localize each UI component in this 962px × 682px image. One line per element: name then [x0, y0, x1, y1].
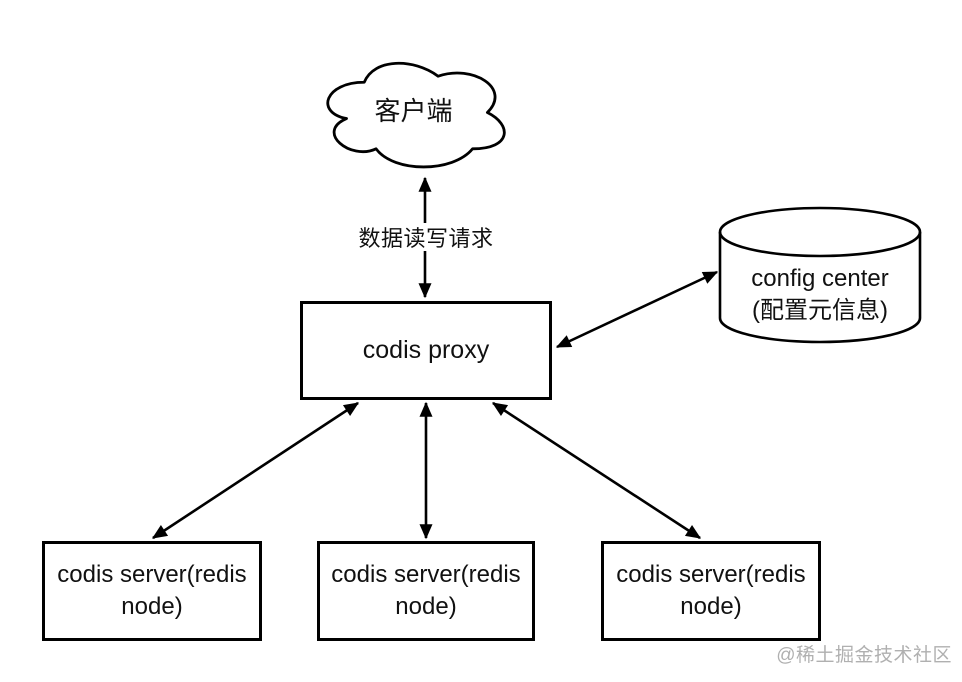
proxy-node: codis proxy: [300, 301, 552, 400]
edge-proxy-config-center: [555, 270, 719, 349]
server3-node: codis server(redis node): [601, 541, 821, 641]
edge-proxy-server1: [151, 401, 360, 540]
edge-label-text: 数据读写请求: [358, 226, 494, 251]
client-node: 客户端: [315, 52, 512, 167]
config-center-cylinder-shape: [718, 206, 922, 344]
edge-label-data-rw-request: 数据读写请求: [351, 223, 501, 251]
proxy-label: codis proxy: [362, 335, 490, 364]
server2-label: codis server(redis node): [331, 560, 521, 620]
config-center-node: config center (配置元信息): [722, 256, 918, 334]
config-center-label-line2: (配置元信息): [752, 297, 888, 324]
config-center-label-line1: config center: [751, 265, 889, 293]
server1-node: codis server(redis node): [42, 541, 262, 641]
edge-proxy-server3: [491, 401, 702, 540]
watermark: @稀土掘金技术社区: [776, 645, 952, 666]
client-label: 客户端: [374, 96, 453, 126]
config-center-cylinder-lid: [718, 231, 922, 258]
server2-node: codis server(redis node): [317, 541, 535, 641]
server3-label: codis server(redis node): [616, 560, 806, 620]
client-cloud-shape: [326, 61, 506, 169]
server1-label: codis server(redis node): [57, 560, 247, 620]
